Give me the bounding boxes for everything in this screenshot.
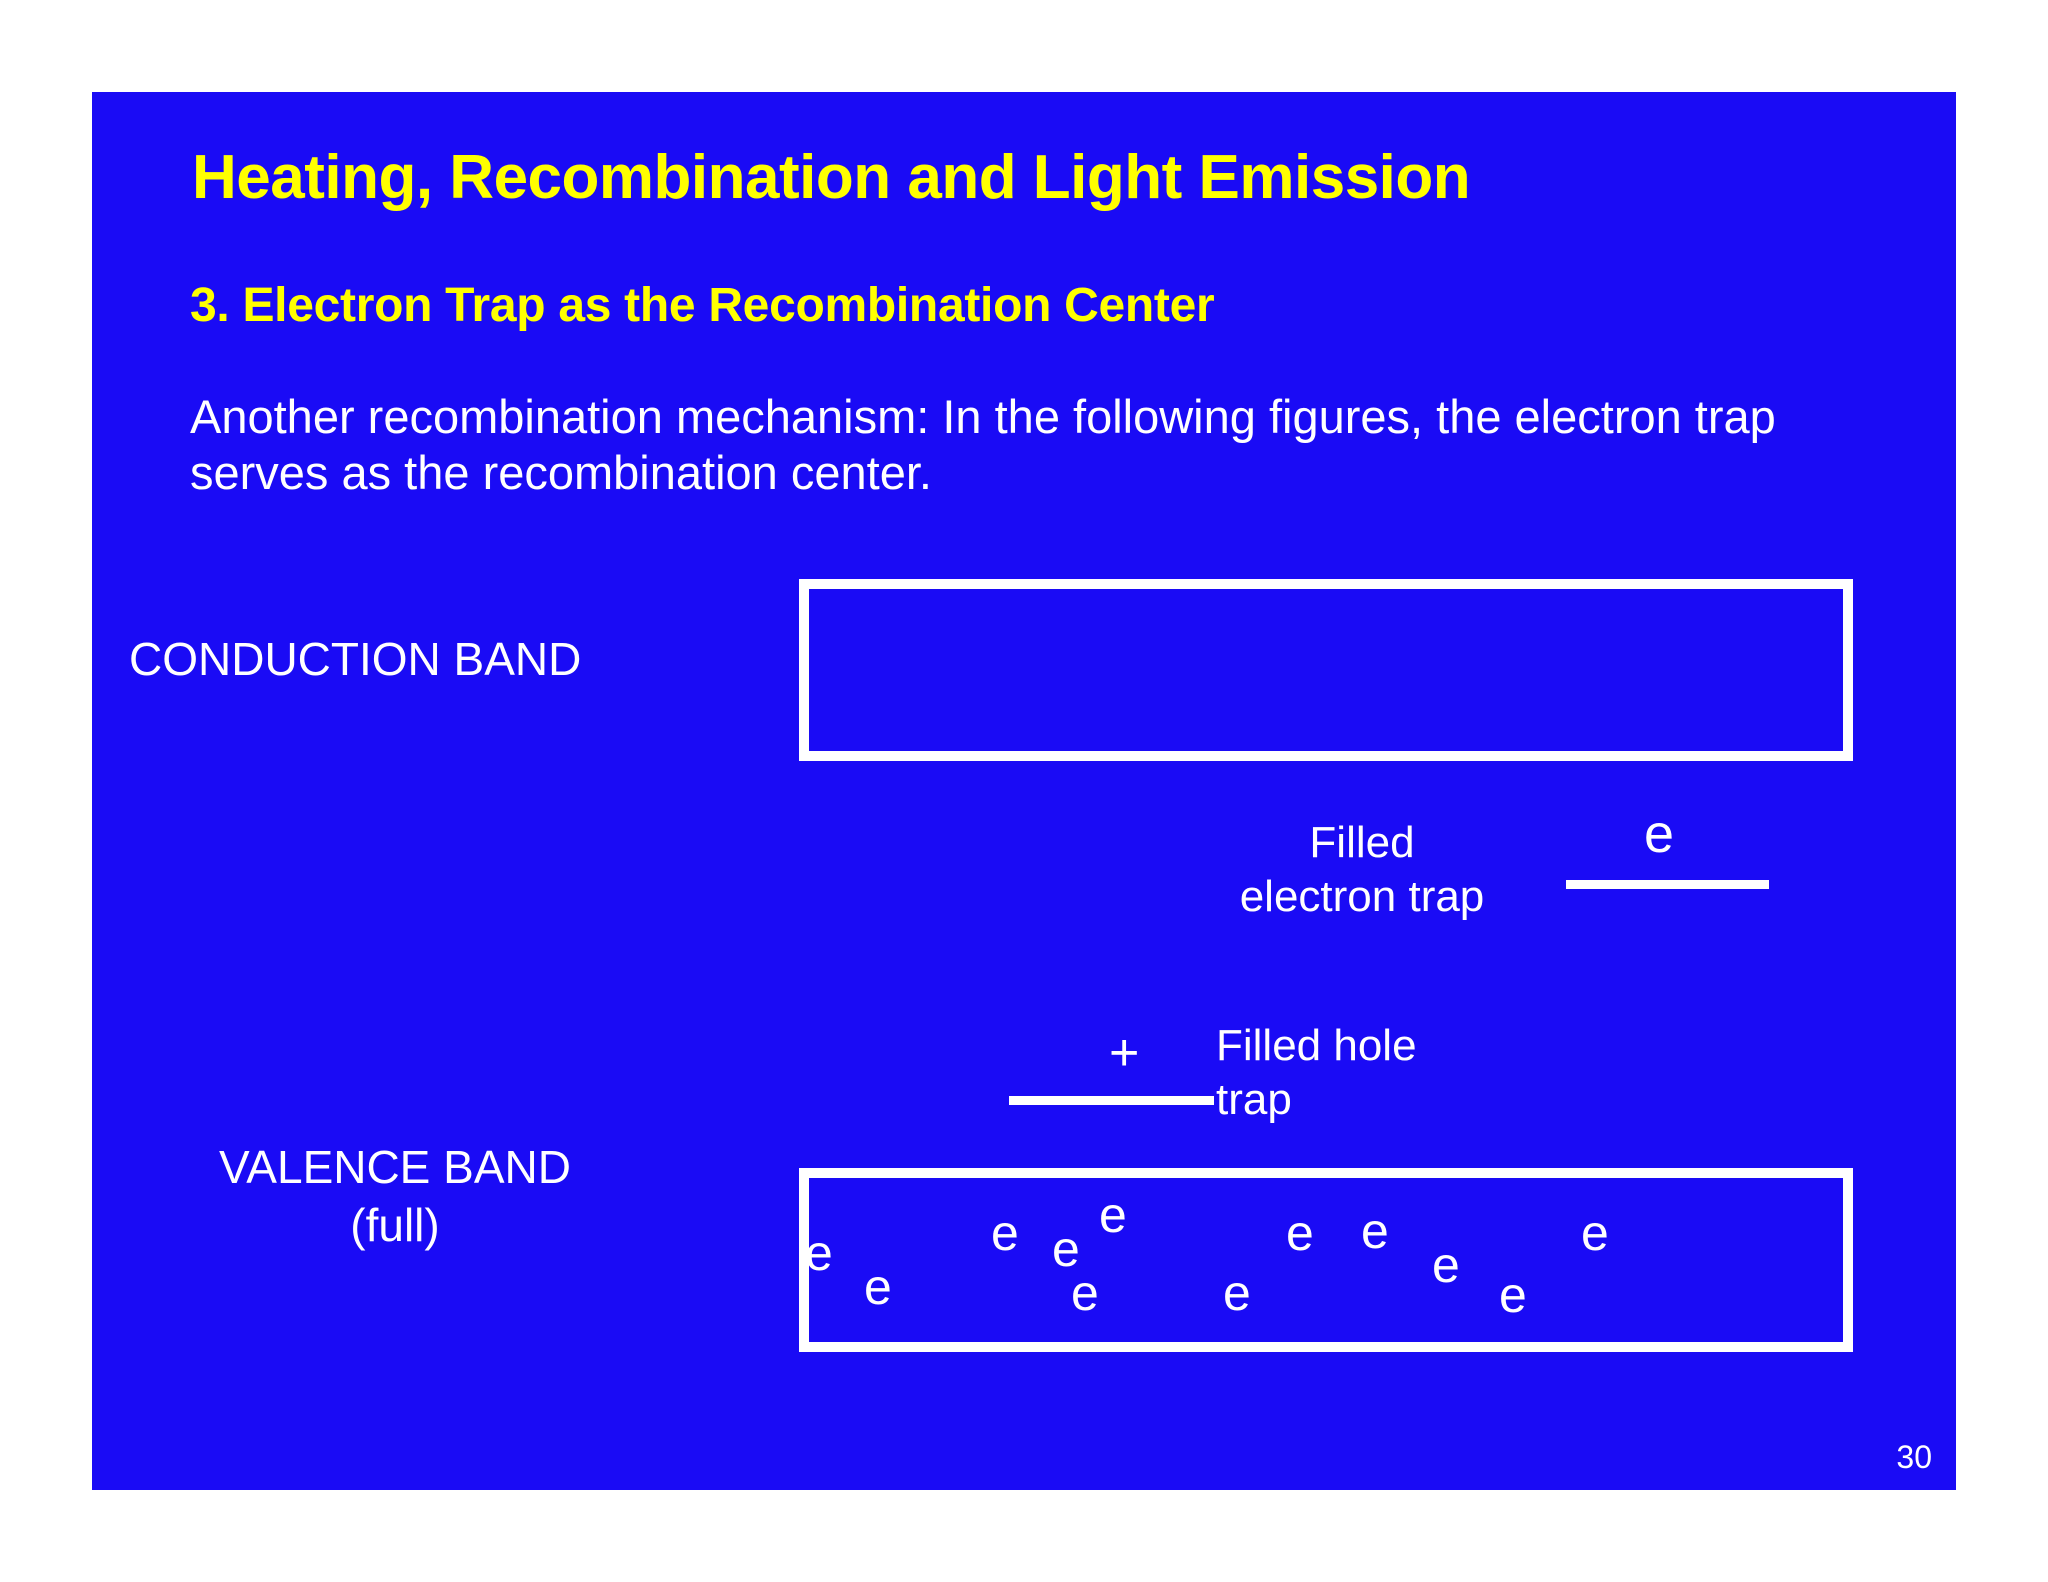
valence-electron: e xyxy=(805,1225,833,1281)
page-title: Heating, Recombination and Light Emissio… xyxy=(192,143,1471,212)
valence-electron: e xyxy=(1099,1187,1127,1243)
hole-trap-charge-symbol: + xyxy=(1109,1024,1140,1082)
presentation-slide: Heating, Recombination and Light Emissio… xyxy=(92,92,1956,1490)
valence-band-box xyxy=(799,1168,1853,1352)
valence-electron: e xyxy=(1432,1237,1460,1293)
filled-hole-trap-label: Filled hole trap xyxy=(1216,1021,1417,1124)
valence-electron: e xyxy=(1499,1267,1527,1323)
slide-page-number: 30 xyxy=(1896,1439,1932,1475)
valence-electron: e xyxy=(1052,1221,1080,1277)
body-paragraph: Another recombination mechanism: In the … xyxy=(190,390,1776,500)
electron-trap-charge-symbol: e xyxy=(1644,804,1675,864)
valence-electron: e xyxy=(1286,1205,1314,1261)
conduction-band-box xyxy=(799,579,1853,761)
conduction-band-label: CONDUCTION BAND xyxy=(129,633,582,685)
valence-electron: e xyxy=(864,1259,892,1315)
slide-subtitle: 3. Electron Trap as the Recombination Ce… xyxy=(190,279,1215,332)
valence-band-label: VALENCE BAND (full) xyxy=(219,1141,571,1251)
valence-electron: e xyxy=(1581,1205,1609,1261)
valence-electron: e xyxy=(1071,1265,1099,1321)
valence-electron: e xyxy=(991,1205,1019,1261)
filled-electron-trap-label: Filled electron trap xyxy=(1239,818,1485,921)
hole-trap-level-line xyxy=(1009,1096,1214,1105)
valence-electron: e xyxy=(1223,1265,1251,1321)
electron-trap-level-line xyxy=(1566,880,1769,889)
valence-electron: e xyxy=(1361,1203,1389,1259)
